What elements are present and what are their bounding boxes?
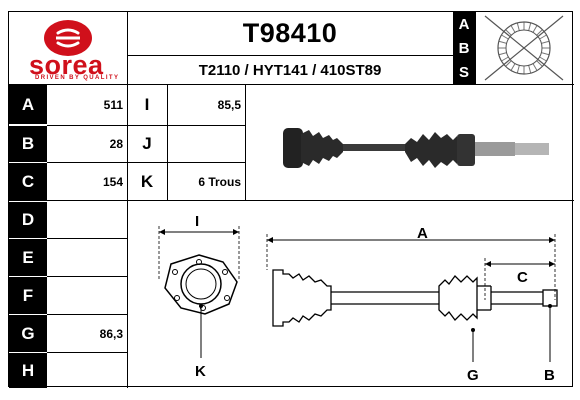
dim-label-a: A: [417, 225, 428, 242]
sorea-logo-icon: [44, 20, 92, 56]
abs-letter-b: B: [453, 36, 475, 60]
product-spec-sheet: sorea DRIVEN BY QUALITY T98410 T2110 / H…: [8, 11, 574, 388]
brand-tagline: DRIVEN BY QUALITY: [35, 75, 120, 81]
row-label-e: E: [9, 239, 47, 276]
value-g: 86,3: [99, 326, 123, 341]
row-label-k: K: [140, 171, 154, 191]
flange-diagram: I K: [158, 213, 240, 380]
dim-label-i: I: [195, 213, 199, 230]
value-c: 154: [102, 174, 123, 189]
row-label-j: J: [142, 134, 152, 153]
value-b: 28: [109, 137, 123, 151]
abs-letter-s: S: [453, 60, 475, 84]
dim-label-c: C: [517, 269, 528, 286]
dim-label-g: G: [467, 367, 479, 384]
brand-logo: sorea DRIVEN BY QUALITY: [9, 12, 127, 84]
row-label-c: C: [9, 163, 47, 200]
cross-references: T2110 / HYT141 / 410ST89: [198, 62, 382, 79]
value-k: 6 Trous: [198, 174, 241, 189]
row-label-f: F: [9, 277, 47, 314]
row-label-h: H: [9, 353, 47, 388]
dim-label-b: B: [544, 367, 555, 384]
row-label-a: A: [9, 85, 47, 124]
row-label-b: B: [9, 126, 47, 162]
part-number: T98410: [242, 18, 338, 48]
value-a: 511: [103, 97, 123, 112]
row-label-i: I: [144, 94, 150, 114]
no-abs-ring-icon: [484, 15, 564, 81]
drive-shaft-photo: [283, 128, 549, 168]
value-i: 85,5: [217, 97, 241, 112]
abs-letter-a: A: [453, 12, 475, 36]
value-h: [47, 353, 127, 388]
value-d: [47, 202, 127, 238]
brand-name: sorea: [29, 50, 104, 80]
value-e: [47, 239, 127, 276]
value-j: [167, 126, 245, 162]
value-f: [47, 277, 127, 314]
row-label-d: D: [9, 202, 47, 238]
row-label-g: G: [9, 315, 47, 352]
shaft-line-diagram: A C G B: [266, 225, 558, 384]
dim-label-k: K: [195, 363, 206, 380]
